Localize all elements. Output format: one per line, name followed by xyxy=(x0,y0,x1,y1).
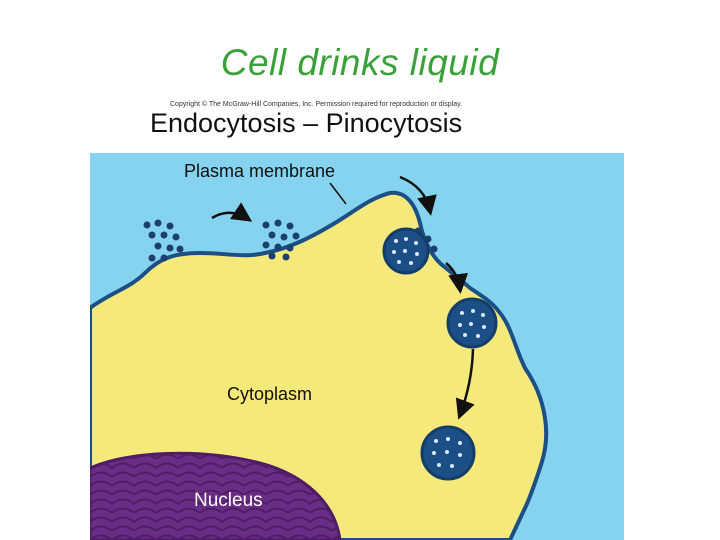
cytoplasm-label: Cytoplasm xyxy=(227,384,313,404)
particle-cluster-left xyxy=(143,219,184,262)
arrow-to-pinch xyxy=(445,262,469,294)
nucleus-label: Nucleus xyxy=(194,490,263,511)
plasma-membrane-label: Plasma membrane xyxy=(184,161,336,181)
particle-cluster-right xyxy=(262,219,300,261)
pinocytosis-diagram xyxy=(90,153,624,540)
slide-title: Cell drinks liquid xyxy=(220,42,500,83)
arrow-into-pit xyxy=(399,175,437,216)
pinocytosis-figure: Plasma membrane Cytoplasm Nucleus xyxy=(90,153,624,540)
nucleus xyxy=(90,451,342,540)
arrow-membrane-pointer xyxy=(329,182,347,205)
arrow-to-internal xyxy=(455,348,475,420)
figure-title: Endocytosis – Pinocytosis xyxy=(150,108,463,138)
arrow-particles-move xyxy=(211,202,253,222)
copyright-notice: Copyright © The McGraw-Hill Companies, I… xyxy=(170,101,463,108)
